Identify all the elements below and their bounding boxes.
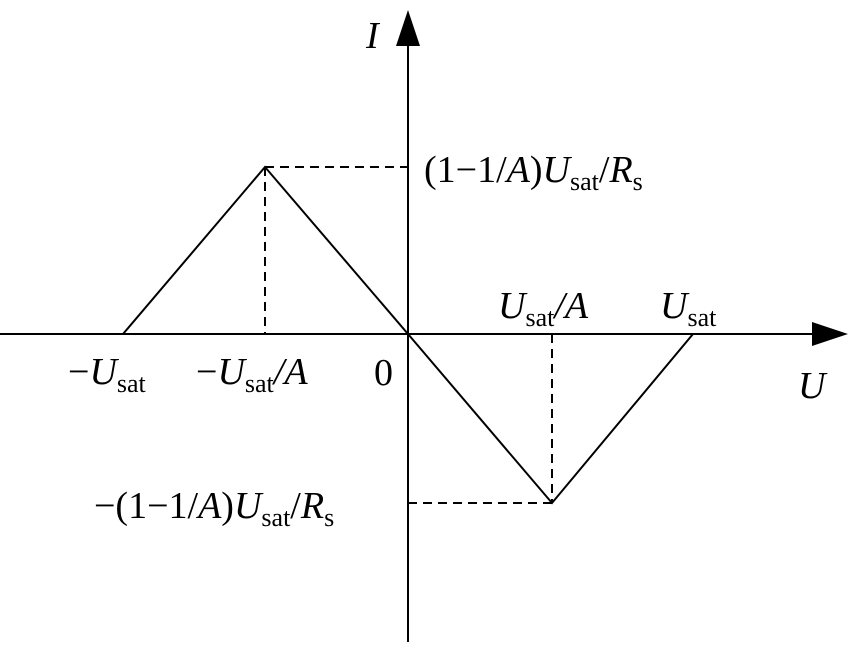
origin-label: 0 xyxy=(374,352,393,394)
neg-usat-label: −Usat xyxy=(68,351,147,398)
usat-over-a-label: Usat/A xyxy=(498,285,589,332)
usat-label: Usat xyxy=(660,285,717,332)
iu-curve xyxy=(122,165,694,505)
trough-current-label: −(1−1/A)Usat/Rs xyxy=(94,485,334,532)
u-axis-label: U xyxy=(798,365,828,407)
i-axis-label: I xyxy=(365,15,381,57)
peak-current-label: (1−1/A)Usat/Rs xyxy=(424,149,643,196)
i-axis-arrowhead xyxy=(396,10,420,46)
u-axis-arrowhead xyxy=(812,322,848,346)
neg-usat-over-a-label: −Usat/A xyxy=(196,351,308,398)
